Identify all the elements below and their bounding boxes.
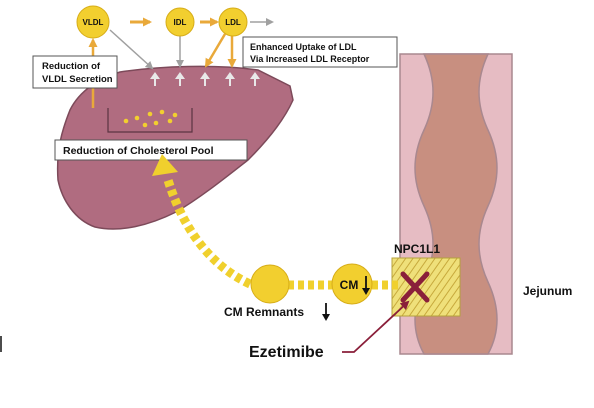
ldl-label: LDL	[225, 18, 241, 27]
ezetimibe-pointer	[342, 300, 410, 353]
ldl-particle: LDL	[218, 7, 248, 37]
cholesterol-pool-box: Reduction of Cholesterol Pool	[54, 139, 248, 161]
vldl-particle: VLDL	[76, 5, 110, 39]
idl-particle: IDL	[165, 7, 195, 37]
cm-particle: CM	[331, 263, 373, 305]
vldl-secretion-line1: Reduction of	[42, 61, 101, 72]
cm-label: CM	[340, 278, 359, 292]
up-arrow-icon	[250, 72, 260, 86]
remnant-return-arrowhead	[152, 154, 178, 176]
ezetimibe-label: Ezetimibe	[249, 344, 324, 361]
idl-label: IDL	[174, 18, 187, 27]
ldl-uptake-line2: Via Increased LDL Receptor	[250, 54, 370, 64]
vldl-secretion-box: Reduction of VLDL Secretion	[32, 55, 118, 89]
up-arrow-icon	[150, 72, 160, 86]
up-arrow-icon	[225, 72, 235, 86]
ldl-uptake-arrow-1	[204, 33, 227, 68]
remnant-return-path	[163, 178, 252, 289]
cm-remnants-label: CM Remnants	[224, 305, 304, 319]
npc1l1-label: NPC1L1	[394, 242, 440, 256]
vldl-secretion-line2: VLDL Secretion	[42, 74, 113, 85]
cholesterol-pool-label: Reduction of Cholesterol Pool	[63, 145, 214, 157]
jejunum-label: Jejunum	[523, 284, 572, 298]
vldl-uptake-arrow	[109, 29, 154, 70]
ldl-uptake-box: Enhanced Uptake of LDL Via Increased LDL…	[242, 36, 398, 68]
x-mark-icon	[400, 271, 430, 303]
cholesterol-pool-dots	[123, 109, 178, 128]
up-arrow-icon	[175, 72, 185, 86]
cm-remnant-particle	[250, 264, 290, 304]
ldl-uptake-line1: Enhanced Uptake of LDL	[250, 42, 357, 52]
vldl-label: VLDL	[83, 18, 104, 27]
down-arrow-icon	[362, 276, 370, 295]
down-arrow-icon	[322, 303, 330, 321]
up-arrow-icon	[200, 72, 210, 86]
ldl-receptor-arrows	[150, 72, 260, 86]
cholesterol-pool-container	[107, 108, 193, 133]
